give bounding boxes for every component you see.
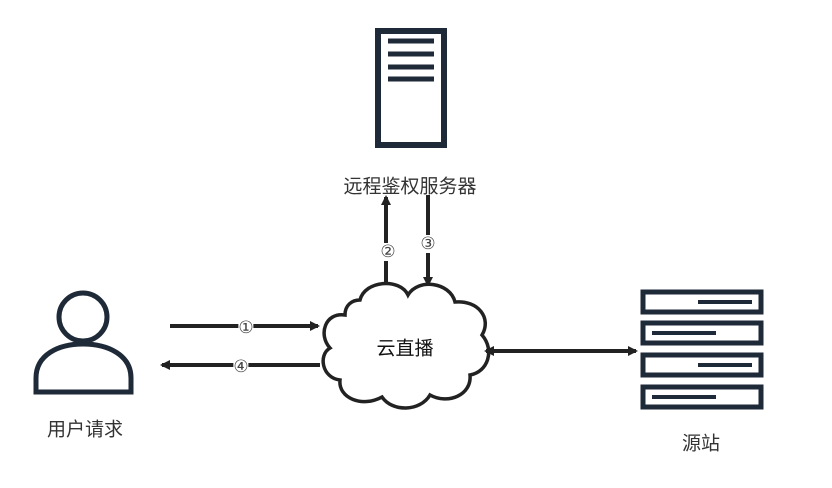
cloud-icon xyxy=(321,281,491,410)
origin-server-icon xyxy=(640,289,764,410)
step-2-label: ② xyxy=(380,242,396,262)
step-3-label: ③ xyxy=(420,234,436,254)
cloud-live-label: 云直播 xyxy=(376,337,434,360)
step-1-label: ① xyxy=(238,318,254,338)
origin-label: 源站 xyxy=(681,432,721,455)
auth-server-label: 远程鉴权服务器 xyxy=(343,175,477,198)
step-4-label: ④ xyxy=(233,357,249,377)
user-icon xyxy=(33,290,134,395)
auth-server-icon xyxy=(375,28,447,148)
user-request-label: 用户请求 xyxy=(46,418,124,441)
